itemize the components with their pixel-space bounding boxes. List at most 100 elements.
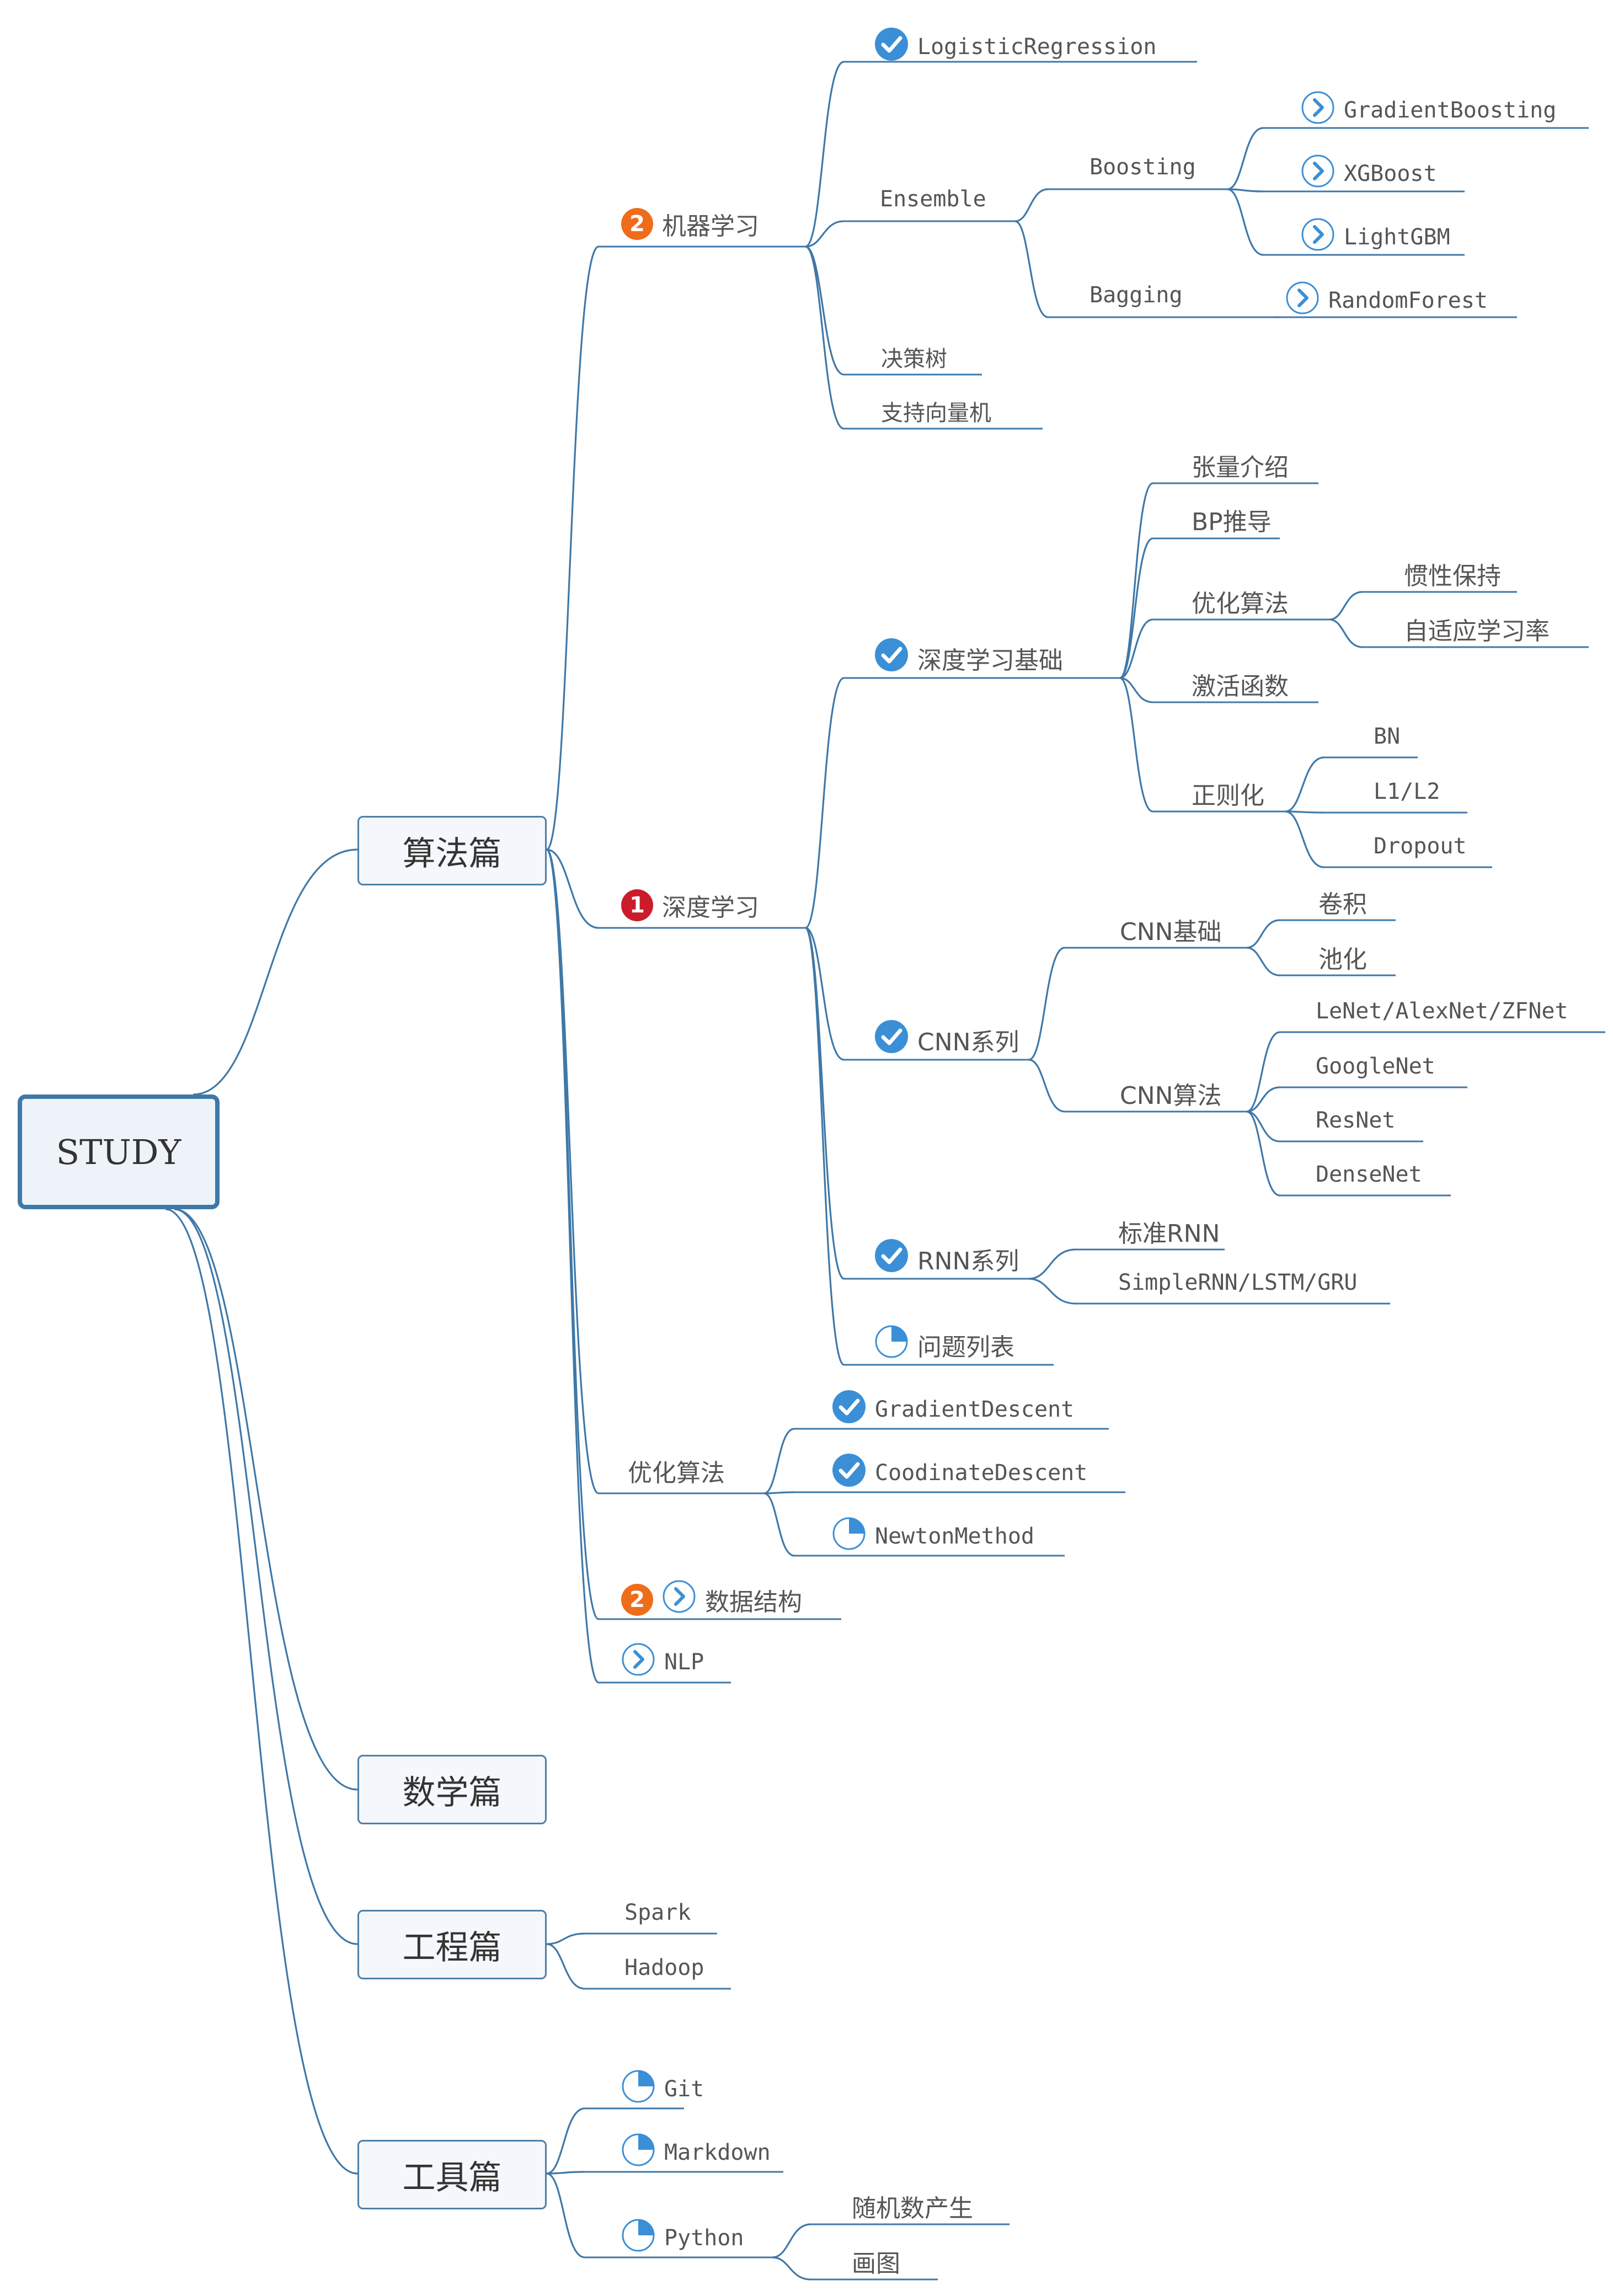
momentum-node[interactable]: 惯性保持 <box>1404 556 1501 591</box>
nlp-node[interactable]: NLP <box>621 1642 704 1682</box>
issues-node[interactable]: 问题列表 <box>874 1325 1014 1365</box>
logistic-regression-node[interactable]: LogisticRegression <box>874 27 1156 67</box>
googlenet-node[interactable]: GoogleNet <box>1316 1054 1435 1079</box>
check-icon <box>832 1390 866 1429</box>
dl-basics-node[interactable]: 深度学习基础 <box>874 638 1063 678</box>
connector <box>1028 1278 1076 1305</box>
progress-pie-icon <box>621 2069 655 2109</box>
gradient-boosting-label: GradientBoosting <box>1344 98 1557 123</box>
connector <box>546 848 599 929</box>
math-node[interactable]: 数学篇 <box>357 1755 547 1824</box>
python-node[interactable]: Python <box>621 2218 744 2258</box>
densenet-node[interactable]: DenseNet <box>1316 1162 1422 1187</box>
resnet-node[interactable]: ResNet <box>1316 1108 1396 1133</box>
spark-node[interactable]: Spark <box>624 1900 691 1925</box>
cnn-algorithms-label: CNN算法 <box>1120 1082 1222 1110</box>
connector <box>1329 618 1363 648</box>
lightgbm-node[interactable]: LightGBM <box>1301 217 1450 257</box>
markdown-node[interactable]: Markdown <box>621 2133 771 2172</box>
opt-algorithms-label: 优化算法 <box>628 1459 725 1487</box>
ensemble-node[interactable]: Ensemble <box>880 186 986 212</box>
bagging-node[interactable]: Bagging <box>1089 282 1183 308</box>
tensor-node[interactable]: 张量介绍 <box>1192 447 1289 483</box>
connector <box>546 2172 585 2258</box>
lstm-gru-label: SimpleRNN/LSTM/GRU <box>1118 1270 1358 1295</box>
chevron-right-icon <box>662 1579 696 1620</box>
boosting-label: Boosting <box>1089 154 1196 180</box>
hadoop-label: Hadoop <box>624 1955 704 1980</box>
root-node[interactable]: STUDY <box>18 1094 220 1209</box>
convolution-node[interactable]: 卷积 <box>1318 884 1367 920</box>
git-node[interactable]: Git <box>621 2069 704 2109</box>
random-forest-label: RandomForest <box>1328 288 1488 313</box>
connector <box>546 848 599 1494</box>
lenet-node[interactable]: LeNet/AlexNet/ZFNet <box>1316 999 1568 1024</box>
random-number-node[interactable]: 随机数产生 <box>852 2188 973 2224</box>
pooling-node[interactable]: 池化 <box>1318 939 1367 975</box>
plotting-node[interactable]: 画图 <box>852 2244 900 2279</box>
cnn-series-label: CNN系列 <box>917 1028 1019 1056</box>
nlp-label: NLP <box>664 1649 704 1675</box>
optimization-node[interactable]: 优化算法 <box>1192 584 1289 619</box>
cnn-algorithms-node[interactable]: CNN算法 <box>1120 1076 1222 1111</box>
dl-basics-label: 深度学习基础 <box>917 646 1063 675</box>
newton-method-label: NewtonMethod <box>875 1524 1034 1549</box>
connector <box>546 848 599 1684</box>
connector <box>805 61 845 248</box>
regularization-node[interactable]: 正则化 <box>1192 776 1264 811</box>
dropout-node[interactable]: Dropout <box>1374 834 1467 859</box>
decision-tree-node[interactable]: 决策树 <box>881 341 947 373</box>
check-icon <box>874 1019 909 1060</box>
boosting-node[interactable]: Boosting <box>1089 154 1196 180</box>
decision-tree-label: 决策树 <box>881 346 947 372</box>
l1l2-label: L1/L2 <box>1374 779 1440 804</box>
check-icon <box>874 1238 909 1279</box>
rnn-series-node[interactable]: RNN系列 <box>874 1238 1019 1279</box>
gradient-boosting-node[interactable]: GradientBoosting <box>1301 90 1556 130</box>
convolution-label: 卷积 <box>1318 890 1367 919</box>
connector <box>1014 188 1049 222</box>
ml-node[interactable]: 2 机器学习 <box>621 206 759 242</box>
algorithm-node[interactable]: 算法篇 <box>357 816 547 885</box>
connector <box>1246 1031 1280 1113</box>
connector <box>805 220 845 248</box>
opt-algorithms-node[interactable]: 优化算法 <box>628 1453 725 1488</box>
connector <box>1014 220 1049 318</box>
activation-node[interactable]: 激活函数 <box>1192 666 1289 702</box>
resnet-label: ResNet <box>1316 1108 1396 1133</box>
data-structure-node[interactable]: 2 数据结构 <box>621 1579 802 1620</box>
gradient-descent-node[interactable]: GradientDescent <box>832 1390 1074 1429</box>
connector <box>1285 756 1324 813</box>
bn-node[interactable]: BN <box>1374 724 1400 749</box>
xgboost-node[interactable]: XGBoost <box>1301 154 1437 194</box>
cnn-basics-node[interactable]: CNN基础 <box>1120 912 1222 947</box>
bp-node[interactable]: BP推导 <box>1192 502 1272 537</box>
newton-method-node[interactable]: NewtonMethod <box>832 1517 1034 1556</box>
tools-node[interactable]: 工具篇 <box>357 2140 547 2209</box>
connector <box>805 677 845 929</box>
cnn-series-node[interactable]: CNN系列 <box>874 1019 1019 1060</box>
data-structure-label: 数据结构 <box>705 1588 802 1616</box>
logistic-regression-label: LogisticRegression <box>917 34 1157 60</box>
connector <box>546 1943 585 1990</box>
svm-node[interactable]: 支持向量机 <box>881 395 991 427</box>
dl-node[interactable]: 1 深度学习 <box>621 888 759 923</box>
connector <box>1285 810 1324 814</box>
coordinate-descent-node[interactable]: CoodinateDescent <box>832 1453 1087 1493</box>
connector <box>1028 1059 1065 1113</box>
adaptive-lr-node[interactable]: 自适应学习率 <box>1404 611 1550 647</box>
chevron-right-icon <box>1301 90 1335 130</box>
chevron-right-icon <box>1301 217 1335 257</box>
random-forest-node[interactable]: RandomForest <box>1285 281 1488 321</box>
check-icon <box>832 1453 866 1493</box>
cnn-basics-label: CNN基础 <box>1120 918 1222 946</box>
progress-pie-icon <box>832 1517 866 1556</box>
connector <box>772 2256 811 2281</box>
engineering-node[interactable]: 工程篇 <box>357 1910 547 1979</box>
random-number-label: 随机数产生 <box>852 2194 973 2223</box>
standard-rnn-node[interactable]: 标准RNN <box>1118 1214 1220 1249</box>
lstm-gru-node[interactable]: SimpleRNN/LSTM/GRU <box>1118 1270 1357 1295</box>
l1l2-node[interactable]: L1/L2 <box>1374 779 1440 804</box>
hadoop-node[interactable]: Hadoop <box>624 1955 704 1980</box>
